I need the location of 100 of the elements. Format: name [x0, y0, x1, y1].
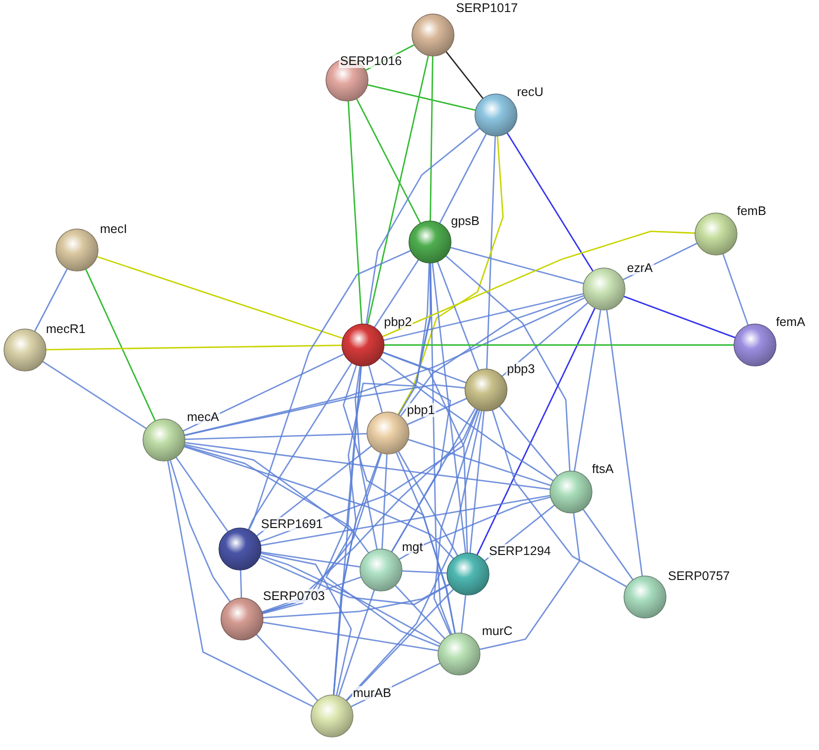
protein-label: SERP1017 [455, 1, 519, 15]
interaction-edge [34, 268, 68, 332]
interaction-edge [170, 460, 231, 602]
interaction-edge [262, 452, 382, 614]
interaction-edge [184, 442, 550, 490]
interaction-edge [260, 554, 441, 645]
interaction-edge [240, 570, 242, 598]
interaction-edge [262, 583, 450, 618]
interaction-edge [383, 293, 584, 341]
interaction-edge [384, 344, 734, 346]
protein-label: SERP1691 [260, 517, 324, 531]
interaction-edge [445, 51, 484, 99]
interaction-edge [469, 410, 485, 554]
interaction-edge [402, 570, 448, 574]
interaction-edge [175, 456, 229, 532]
interaction-edge [582, 508, 634, 580]
protein-label: pbp3 [506, 362, 536, 376]
interaction-edge [374, 259, 420, 328]
protein-label: ezrA [626, 261, 654, 275]
interaction-edge [85, 268, 156, 422]
interaction-edge [167, 460, 314, 708]
interaction-edge [430, 56, 434, 222]
protein-label: murAB [352, 686, 392, 700]
interaction-edge [184, 444, 440, 647]
interaction-edge [486, 136, 496, 370]
interaction-edge [332, 452, 382, 696]
interaction-edge [498, 406, 558, 476]
protein-label: mecR1 [45, 322, 87, 336]
interaction-edge [346, 410, 482, 701]
interaction-edge [368, 365, 383, 413]
interaction-edge [450, 246, 584, 284]
interaction-edge [184, 445, 370, 554]
protein-label: murC [481, 624, 514, 638]
interaction-edge [42, 360, 147, 430]
protein-label: pbp1 [406, 403, 436, 417]
interaction-edge [400, 295, 584, 417]
interaction-edge [574, 310, 602, 472]
interaction-edge [398, 136, 504, 415]
interaction-edge [433, 410, 480, 636]
interaction-edge [256, 634, 318, 702]
interaction-edge [606, 310, 643, 576]
interaction-edge [382, 230, 696, 338]
interaction-edge [184, 446, 454, 560]
protein-label: mecA [186, 410, 220, 424]
interaction-edge [623, 296, 736, 338]
interaction-edge [390, 408, 476, 552]
interaction-edge [184, 297, 586, 436]
interaction-edge [398, 496, 551, 560]
interaction-edge [248, 362, 352, 530]
protein-label: pbp2 [383, 315, 413, 329]
protein-label: ftsA [591, 462, 615, 476]
interaction-edge [391, 262, 452, 552]
interaction-edge [260, 552, 352, 696]
interaction-edge [394, 584, 446, 640]
interaction-edge [492, 410, 628, 588]
interaction-edge [260, 551, 360, 568]
interaction-edge [381, 454, 388, 550]
interaction-edge [262, 408, 478, 614]
interaction-edge [260, 494, 550, 546]
protein-label: SERP0703 [262, 589, 326, 603]
interaction-edge [476, 308, 596, 556]
interaction-edge [342, 364, 456, 634]
interaction-edge [258, 556, 450, 606]
interaction-edge [398, 450, 458, 556]
interaction-edge [432, 262, 466, 554]
interaction-edge [436, 261, 480, 371]
interaction-edge [460, 594, 466, 634]
protein-label: recU [516, 85, 544, 99]
interaction-edge [379, 357, 554, 482]
protein-label: femB [736, 204, 768, 218]
interaction-edge [184, 432, 368, 440]
interaction-edge [248, 250, 412, 530]
interaction-edge [354, 366, 378, 550]
interaction-edge [366, 128, 480, 324]
interaction-edge [346, 588, 454, 702]
protein-label: SERP0757 [667, 569, 731, 583]
interaction-edge [182, 353, 344, 432]
interaction-edge [382, 352, 467, 384]
interaction-edge [439, 133, 487, 224]
interaction-edge [506, 132, 594, 272]
protein-label: SERP1016 [339, 54, 403, 68]
protein-label: mgt [401, 540, 424, 554]
interaction-edge [96, 256, 344, 340]
interaction-edge [338, 590, 375, 696]
interaction-edge [382, 352, 468, 554]
protein-label: mecI [99, 222, 128, 236]
interaction-edge [46, 344, 342, 350]
interaction-edge [348, 100, 362, 324]
interaction-edge [184, 384, 466, 436]
interaction-edge [356, 98, 422, 224]
interaction-edge [396, 452, 456, 634]
interaction-edge [445, 255, 571, 472]
interaction-edge [366, 55, 430, 325]
interaction-edge [262, 622, 438, 652]
interaction-edge [408, 438, 552, 486]
protein-label: femA [775, 315, 806, 329]
protein-label: gpsB [450, 214, 480, 228]
interaction-edge [479, 512, 580, 650]
interaction-edge [722, 254, 749, 326]
protein-label: SERP1294 [488, 544, 552, 558]
